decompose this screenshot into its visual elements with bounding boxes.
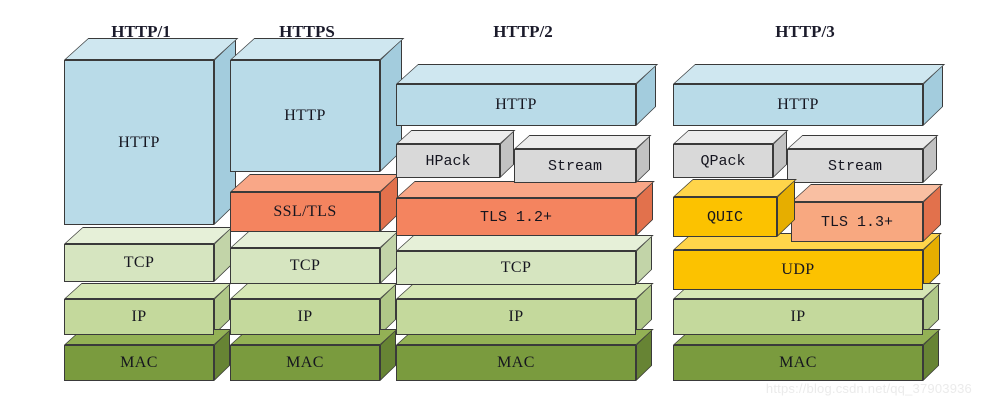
- block-label: TLS 1.3+: [820, 213, 893, 231]
- block-label: HPack: [425, 152, 471, 170]
- block-front-face: MAC: [64, 345, 214, 381]
- column-http3: HTTP/3 HTTP QPack Stream: [655, 22, 955, 381]
- block-http3-qpack[interactable]: QPack: [673, 130, 789, 178]
- block-https-mac[interactable]: MAC: [230, 329, 398, 381]
- block-front-face: TCP: [396, 251, 636, 285]
- column-title-http3: HTTP/3: [775, 22, 835, 41]
- block-front-face: MAC: [396, 345, 636, 381]
- block-front-face: TLS 1.3+: [791, 202, 923, 242]
- column-title-http2: HTTP/2: [493, 22, 553, 41]
- block-label: MAC: [120, 354, 158, 371]
- block-top-face: [230, 283, 398, 299]
- block-front-face: SSL/TLS: [230, 192, 380, 232]
- column-http1: HTTP/1 HTTP TCP IP: [46, 22, 239, 381]
- block-label: IP: [297, 308, 313, 325]
- block-front-face: IP: [230, 299, 380, 335]
- block-label: IP: [131, 308, 147, 325]
- block-label: HTTP: [495, 96, 537, 113]
- block-label: Stream: [547, 157, 602, 175]
- block-front-face: IP: [64, 299, 214, 335]
- block-label: QPack: [700, 152, 746, 170]
- block-http2-hpack[interactable]: HPack: [396, 130, 516, 178]
- block-label: HTTP: [777, 96, 819, 113]
- block-label: UDP: [781, 261, 815, 278]
- block-top-face: [673, 64, 946, 84]
- block-http3-http[interactable]: HTTP: [673, 64, 946, 126]
- block-front-face: TLS 1.2+: [396, 198, 636, 236]
- block-http1-mac[interactable]: MAC: [64, 329, 232, 381]
- block-top-face: [396, 235, 654, 251]
- block-top-face: [64, 227, 233, 244]
- block-http2-mac[interactable]: MAC: [396, 329, 654, 381]
- watermark: https://blog.csdn.net/qq_37903936: [765, 381, 972, 396]
- block-http1-ip[interactable]: IP: [64, 283, 232, 335]
- block-http3-ip[interactable]: IP: [673, 283, 941, 335]
- block-top-face: [791, 184, 943, 202]
- block-top-face: [64, 283, 232, 299]
- block-label: MAC: [286, 354, 324, 371]
- block-label: MAC: [497, 354, 535, 371]
- block-front-face: IP: [396, 299, 636, 335]
- block-front-face: HTTP: [396, 84, 636, 126]
- block-front-face: MAC: [230, 345, 380, 381]
- block-front-face: HTTP: [673, 84, 923, 126]
- block-http2-ip[interactable]: IP: [396, 283, 654, 335]
- column-https: HTTPS HTTP SSL/TLS TCP: [212, 22, 405, 381]
- block-https-ip[interactable]: IP: [230, 283, 398, 335]
- block-top-face: [230, 174, 400, 192]
- block-front-face: HTTP: [230, 60, 380, 172]
- block-top-face: [673, 179, 797, 197]
- block-front-face: UDP: [673, 250, 923, 290]
- block-http3-mac[interactable]: MAC: [673, 329, 941, 381]
- block-label: HTTP: [284, 107, 326, 124]
- block-front-face: MAC: [673, 345, 923, 381]
- block-http3-quic[interactable]: QUIC: [673, 179, 797, 237]
- block-label: SSL/TLS: [273, 203, 337, 220]
- block-label: TCP: [289, 257, 321, 274]
- block-label: TCP: [123, 254, 155, 271]
- block-top-face: [514, 135, 652, 149]
- block-top-face: [673, 130, 789, 144]
- block-label: MAC: [779, 354, 817, 371]
- block-label: QUIC: [706, 208, 743, 226]
- block-http2-tcp[interactable]: TCP: [396, 235, 654, 285]
- block-https-tcp[interactable]: TCP: [230, 231, 399, 284]
- block-top-face: [396, 283, 654, 299]
- block-top-face: [396, 181, 655, 198]
- block-https-http[interactable]: HTTP: [230, 38, 405, 172]
- block-http3-tls[interactable]: TLS 1.3+: [791, 184, 943, 242]
- block-front-face: HTTP: [64, 60, 214, 225]
- block-front-face: HPack: [396, 144, 500, 178]
- block-front-face: QUIC: [673, 197, 777, 237]
- block-https-ssl-tls[interactable]: SSL/TLS: [230, 174, 400, 232]
- block-top-face: [230, 38, 405, 60]
- block-http3-udp[interactable]: UDP: [673, 233, 942, 290]
- block-front-face: QPack: [673, 144, 773, 178]
- block-http1-tcp[interactable]: TCP: [64, 227, 233, 282]
- block-top-face: [787, 135, 939, 149]
- block-front-face: Stream: [514, 149, 636, 183]
- block-label: IP: [790, 308, 806, 325]
- block-http2-stream[interactable]: Stream: [514, 135, 652, 183]
- column-http2: HTTP/2 HTTP HPack Stream: [378, 22, 668, 381]
- block-label: TLS 1.2+: [479, 208, 552, 226]
- block-label: IP: [508, 308, 524, 325]
- block-front-face: Stream: [787, 149, 923, 183]
- block-top-face: [64, 38, 239, 60]
- block-top-face: [396, 130, 516, 144]
- block-top-face: [230, 231, 399, 248]
- block-label: TCP: [500, 259, 532, 276]
- block-http2-http[interactable]: HTTP: [396, 64, 659, 126]
- block-label: HTTP: [118, 133, 160, 151]
- block-http2-tls[interactable]: TLS 1.2+: [396, 181, 655, 236]
- block-front-face: TCP: [64, 244, 214, 282]
- block-http3-stream[interactable]: Stream: [787, 135, 939, 183]
- block-top-face: [396, 64, 659, 84]
- column-title-https: HTTPS: [279, 22, 335, 41]
- block-http1-http[interactable]: HTTP: [64, 38, 239, 225]
- block-front-face: TCP: [230, 248, 380, 284]
- block-label: Stream: [827, 157, 882, 175]
- block-front-face: IP: [673, 299, 923, 335]
- column-title-http1: HTTP/1: [111, 22, 171, 41]
